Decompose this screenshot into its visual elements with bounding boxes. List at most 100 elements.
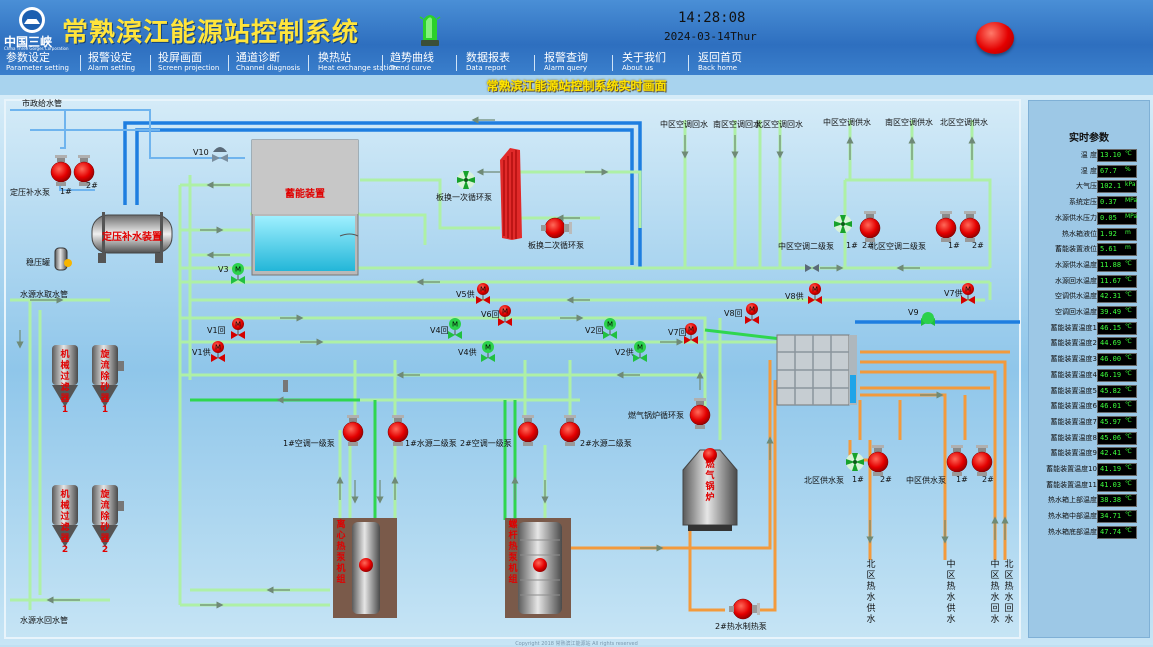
label-plate-secondary: 板换二次循环泵 <box>528 241 584 250</box>
label-p2d: 2# <box>982 475 994 484</box>
pressure-stabilizer-tank <box>54 247 72 271</box>
logo-text: 中国三峡 <box>4 35 53 49</box>
param-value: 0.05 <box>1097 211 1137 225</box>
param-value: 42.31 <box>1097 290 1137 304</box>
process-diagram-svg: M M <box>0 95 1153 645</box>
label-filter-b: 旋流除砂器1 <box>100 350 110 415</box>
param-label: 热水箱液位 <box>1062 229 1097 238</box>
label-const-pressure-device: 定压补水装置 <box>102 232 162 243</box>
param-value: 45.82 <box>1097 384 1137 398</box>
alarm-button[interactable] <box>976 22 1014 54</box>
label-north-heat-supply: 北区热水供水 <box>866 560 876 625</box>
param-unit: m <box>1125 228 1131 236</box>
label-src-second-1: 1#水源二级泵 <box>405 439 457 448</box>
param-value: 11.67 <box>1097 274 1137 288</box>
param-value: 46.01 <box>1097 400 1137 414</box>
label-v3: V3 <box>218 265 229 274</box>
param-label: 温 度 <box>1080 151 1097 159</box>
param-unit: ℃ <box>1125 150 1132 157</box>
label-ac-first-2: 2#空调一级泵 <box>460 439 512 448</box>
process-diagram: M M <box>0 95 1153 645</box>
param-unit: ℃ <box>1125 479 1132 487</box>
label-v4-return: V4回 <box>430 326 449 335</box>
param-label: 系统定压 <box>1069 198 1097 207</box>
header-bar: 中国三峡 China Three Gorges Corporation 常熟滨江… <box>0 0 1153 75</box>
ctg-logo-icon <box>19 7 45 33</box>
label-filter-a: 机械过滤器1 <box>60 350 70 415</box>
label-screw-unit: 螺杆热泵机组 <box>508 520 518 585</box>
label-v2-supply: V2供 <box>615 348 634 357</box>
param-unit: ℃ <box>1125 354 1132 362</box>
param-value: 41.03 <box>1097 478 1137 492</box>
label-v6-return: V6回 <box>481 310 500 319</box>
param-unit: ℃ <box>1125 401 1132 409</box>
label-pump-2: 2# <box>86 181 98 190</box>
label-v2-return: V2回 <box>585 326 604 335</box>
param-unit: MPa <box>1125 212 1138 220</box>
param-value: 45.06 <box>1097 431 1137 445</box>
param-label: 大气压 <box>1076 182 1097 191</box>
footer-copyright: Copyright 2018 常熟滨江能源站 All rights reserv… <box>515 641 638 647</box>
label-north-ac-return: 北区空调回水 <box>755 120 803 129</box>
param-label: 蓄能装置温度3 <box>1050 355 1097 364</box>
label-pump-1: 1# <box>60 187 72 196</box>
param-unit: ℃ <box>1125 291 1132 299</box>
label-centrifugal-unit: 离心热泵机组 <box>336 520 346 585</box>
label-v8-supply: V8供 <box>785 292 804 301</box>
param-label: 空调回水温度 <box>1055 308 1097 316</box>
label-v7-return: V7回 <box>668 328 687 337</box>
label-p1c: 1# <box>852 475 864 484</box>
label-ac-first-1: 1#空调一级泵 <box>283 439 335 448</box>
label-plate-primary: 板换一次循环泵 <box>436 193 492 202</box>
label-south-ac-return: 南区空调回水 <box>713 120 761 129</box>
param-label: 蓄能装置温度5 <box>1050 386 1097 395</box>
param-value: 1.92 <box>1097 227 1137 241</box>
label-south-ac-supply: 南区空调供水 <box>885 118 933 127</box>
param-unit: ℃ <box>1125 338 1132 346</box>
label-gas-boiler: 燃气锅炉 <box>705 460 715 503</box>
param-value: 13.10 <box>1097 149 1137 162</box>
label-mid-supply-pump: 中区供水泵 <box>906 476 946 485</box>
param-label: 水源供水压力 <box>1055 213 1097 222</box>
v10-valve-icon <box>212 147 228 162</box>
param-label: 热水箱中部温度 <box>1048 512 1097 521</box>
screw-heat-pump <box>505 518 571 618</box>
label-v10: V10 <box>193 148 209 157</box>
label-source-return: 水源水回水管 <box>20 616 68 625</box>
param-value: 34.71 <box>1097 510 1137 524</box>
param-value: 38.38 <box>1097 494 1137 508</box>
const-pressure-tank <box>91 212 173 263</box>
param-unit: m <box>1125 244 1131 252</box>
gas-boiler <box>682 448 738 531</box>
label-north-ac-supply: 北区空调供水 <box>940 118 988 127</box>
param-value: 41.19 <box>1097 463 1137 476</box>
param-value: 46.15 <box>1097 321 1137 335</box>
param-label: 空调供水温度 <box>1055 292 1097 301</box>
param-unit: ℃ <box>1125 464 1132 471</box>
param-value: 11.88 <box>1097 258 1137 272</box>
param-unit: ℃ <box>1125 416 1132 424</box>
centrifugal-heat-pump <box>333 518 397 618</box>
param-label: 蓄能装置温度10 <box>1046 465 1097 473</box>
param-label: 蓄能装置温度1 <box>1050 323 1097 332</box>
page-subtitle: 常熟滨江能源站控制系统实时画面 <box>486 79 667 93</box>
